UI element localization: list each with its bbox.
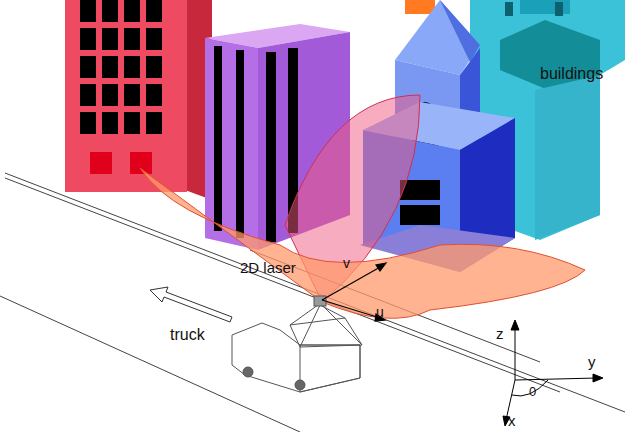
building-label: buildings: [540, 66, 603, 82]
truck-wireframe: [232, 296, 362, 392]
horizontal-scan-plane: [140, 168, 585, 318]
direction-arrow: [150, 287, 232, 322]
axis-label: x: [508, 413, 516, 428]
axis-label: v: [343, 256, 350, 270]
axis-label: y: [588, 354, 596, 369]
red-building: [65, 0, 212, 200]
axis-label: u: [376, 305, 384, 319]
building-roof: [405, 0, 435, 14]
axis-label: z: [496, 326, 504, 341]
vehicle-label: truck: [170, 327, 205, 343]
sensor-label: 2D laser: [240, 260, 296, 275]
world-axes: [503, 320, 603, 426]
sensor-axes: [322, 263, 386, 321]
angle-label: 0: [529, 385, 536, 398]
